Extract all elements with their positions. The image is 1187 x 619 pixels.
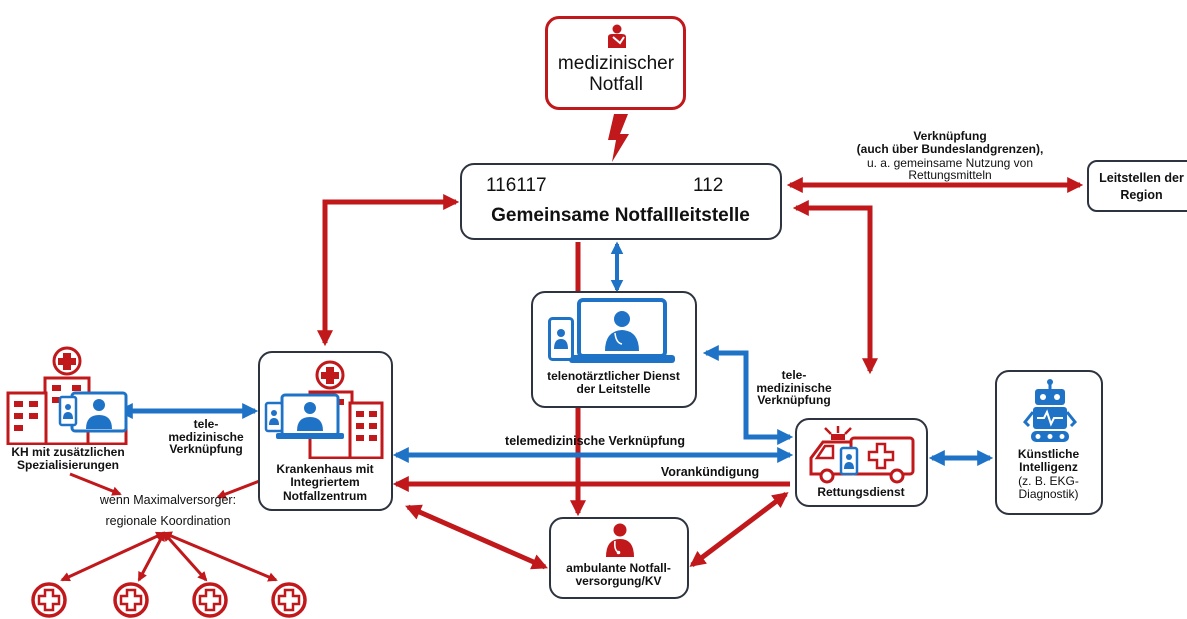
arrow-hospital-maxcare	[216, 478, 263, 499]
ai-line4: Diagnostik)	[1018, 487, 1079, 502]
arrow-coord-1	[60, 531, 166, 582]
ai-line2: Intelligenz	[1019, 460, 1078, 475]
arrow-hospital-outpatient	[405, 504, 548, 570]
hospital-box: Krankenhaus mit Integriertem Notfallzent…	[258, 351, 393, 511]
arrow-coord-2	[137, 531, 166, 582]
arrow-telenotarzt-rescue	[702, 344, 794, 446]
phone-patient-icon	[548, 317, 574, 361]
arrow-specialist-maxcare	[69, 472, 122, 496]
outpatient-box: ambulante Notfall- versorgung/KV	[549, 517, 689, 599]
hospital-line1: Krankenhaus mit	[276, 462, 374, 476]
arrow-rescue-outpatient	[689, 492, 789, 567]
regional-centers-box: Leitstellen der Region	[1087, 160, 1187, 212]
robot-icon	[1023, 379, 1077, 442]
tele-link-left-line2: medizinische	[168, 429, 244, 444]
link-note-line4: Rettungsmitteln	[908, 168, 992, 183]
outpatient-line2: versorgung/KV	[575, 574, 662, 589]
ai-box: Künstliche Intelligenz (z. B. EKG- Diagn…	[995, 370, 1103, 515]
specialist-hospital-line2: Spezialisierungen	[16, 458, 120, 473]
hospital-cross-icon	[113, 582, 149, 618]
max-care-line1: wenn Maximalversorger:	[99, 493, 237, 507]
number-116117: 116117	[486, 175, 547, 196]
hospital-line3: Notfallzentrum	[283, 488, 367, 503]
tele-link-right-line1: tele-	[781, 368, 807, 382]
link-note-line1: Verknüpfung	[913, 129, 987, 143]
specialist-hospital-line1: KH mit zusätzlichen	[11, 445, 125, 459]
arrow-control-hospital	[316, 193, 460, 347]
telenotarzt-line2: der Leitstelle	[576, 382, 651, 397]
injured-person-icon	[608, 24, 626, 48]
regional-centers-line1: Leitstellen der	[1099, 171, 1184, 185]
tele-link-right: tele- medizinische Verknüpfung	[742, 369, 846, 407]
arrow-coord-4	[162, 531, 278, 582]
tele-link-left: tele- medizinische Verknüpfung	[154, 418, 258, 456]
outpatient-line1: ambulante Notfall-	[566, 561, 671, 575]
rescue-service-box: Rettungsdienst	[795, 418, 928, 507]
telenotarzt-line1: telenotärztlicher Dienst	[547, 369, 680, 383]
hospital-line2: Integriertem	[290, 475, 360, 490]
number-112: 112	[693, 175, 724, 196]
max-care-line2: regionale Koordination	[105, 514, 231, 528]
arrow-control-rescue	[792, 199, 879, 375]
control-center-title: Gemeinsame Notfallleitstelle	[491, 205, 750, 226]
tele-link-left-line1: tele-	[193, 417, 219, 431]
telenotarzt-box: telenotärztlicher Dienst der Leitstelle	[531, 291, 697, 408]
link-note-line2: (auch über Bundeslandgrenzen),	[856, 142, 1044, 157]
emergency-box: medizinischer Notfall	[545, 16, 686, 110]
control-center-box: 116117 112 Gemeinsame Notfallleitstelle	[460, 163, 782, 240]
tele-link-center-label: telemedizinische Verknüpfung	[505, 434, 685, 448]
tele-link-left-line3: Verknüpfung	[169, 442, 243, 457]
lightning-bolt-icon	[608, 114, 629, 162]
pre-announcement-label: Vorankündigung	[660, 465, 760, 479]
ambulance-icon	[809, 426, 915, 484]
ai-line1: Künstliche	[1017, 447, 1080, 461]
hospital-building-icon	[264, 360, 384, 459]
laptop-doctor-icon	[569, 298, 675, 363]
hospital-cross-icon	[271, 582, 307, 618]
regional-centers-line2: Region	[1120, 187, 1163, 202]
hospital-cross-icon	[192, 582, 228, 618]
rescue-service-label: Rettungsdienst	[817, 485, 905, 499]
emergency-line2: Notfall	[589, 74, 643, 96]
hospital-cross-icon	[31, 582, 67, 618]
doctor-icon	[606, 523, 634, 557]
arrow-coord-3	[162, 531, 208, 582]
link-note: Verknüpfung (auch über Bundeslandgrenzen…	[830, 129, 1070, 183]
tele-link-right-line3: Verknüpfung	[757, 393, 831, 408]
link-note-line3: u. a. gemeinsame Nutzung von	[866, 155, 1034, 170]
tele-link-right-line2: medizinische	[756, 380, 832, 395]
specialist-hospital-icon	[6, 346, 128, 445]
emergency-line1: medizinischer	[557, 53, 675, 74]
ai-line3: (z. B. EKG-	[1018, 473, 1079, 488]
